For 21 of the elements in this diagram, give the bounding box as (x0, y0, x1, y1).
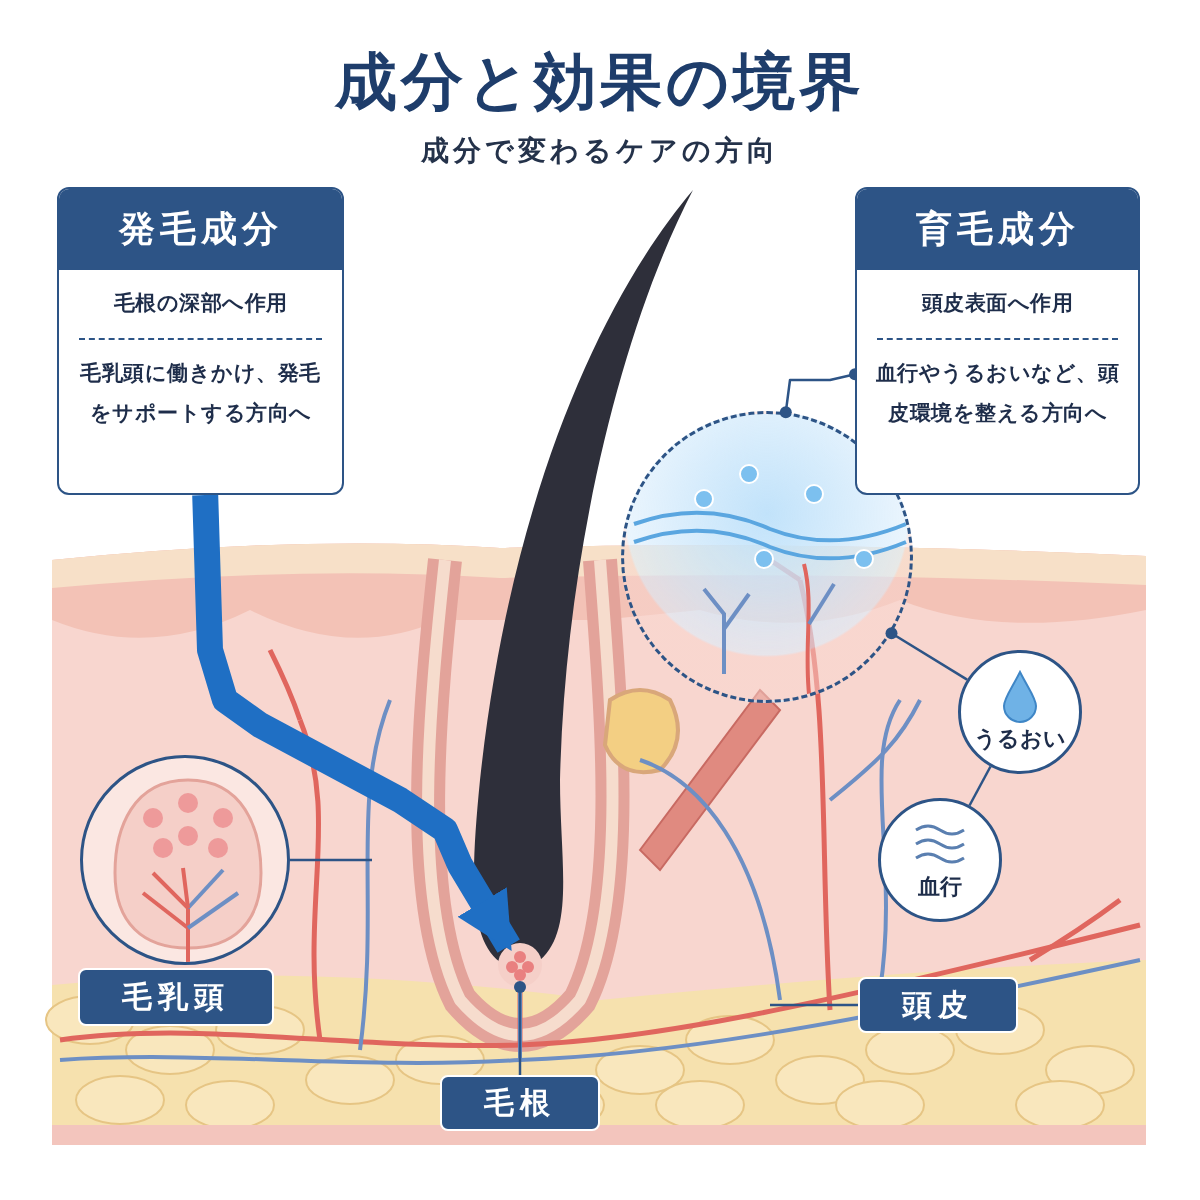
panel-text: 毛乳頭に働きかけ、発毛をサポートする方向へ (79, 359, 322, 427)
info-panel (57, 187, 344, 495)
panel-heading: 育毛成分 (857, 189, 1138, 270)
panel-text: 血行やうるおいなど、頭皮環境を整える方向へ (874, 359, 1121, 427)
info-panel (855, 187, 1140, 495)
bubble-label: 血行 (918, 873, 962, 901)
leader-line (514, 981, 526, 1075)
label-tag: 毛乳頭 (78, 968, 274, 1026)
arrow (192, 494, 520, 953)
leader-line (885, 627, 968, 681)
bubble-label: うるおい (974, 725, 1066, 753)
leader-line (290, 858, 372, 862)
panel-heading: 発毛成分 (59, 189, 342, 270)
label-tag: 頭皮 (858, 977, 1018, 1033)
panel-text: 毛根の深部へ作用 (112, 290, 289, 317)
title: 成分と効果の境界 (333, 44, 866, 120)
leader-line (968, 765, 992, 807)
leader-line (770, 1003, 858, 1007)
subtitle: 成分で変わるケアの方向 (420, 133, 780, 169)
panel-text: 頭皮表面へ作用 (920, 290, 1075, 317)
label-tag: 毛根 (440, 1075, 600, 1131)
